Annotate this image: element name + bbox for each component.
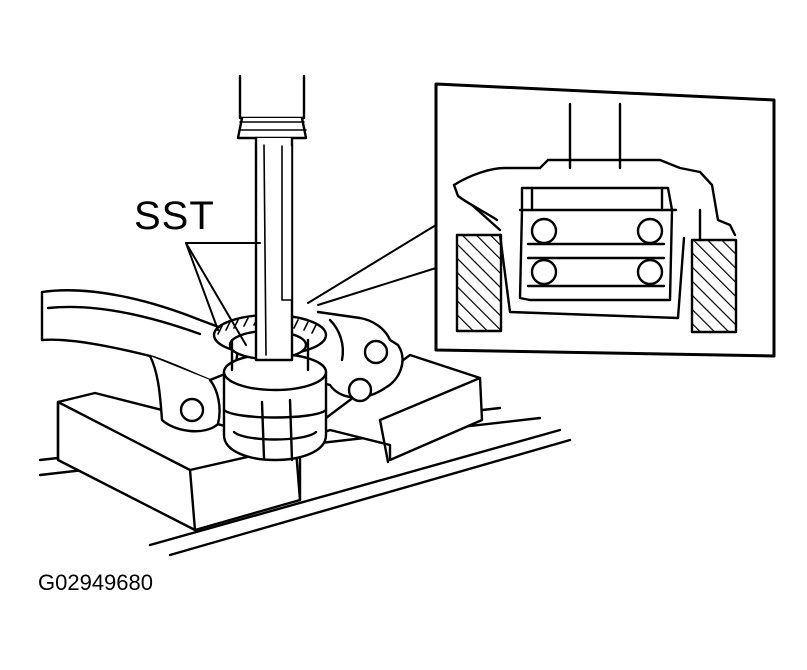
sst-label: SST — [134, 194, 215, 238]
detail-inset — [434, 82, 776, 358]
steering-knuckle — [40, 289, 404, 433]
figure-code-label: G02949680 — [38, 570, 153, 595]
sst-press-tool — [236, 74, 308, 362]
support-block-right — [288, 353, 484, 502]
detail-callout-lines — [307, 224, 437, 306]
sst-leader-lines — [185, 242, 261, 346]
